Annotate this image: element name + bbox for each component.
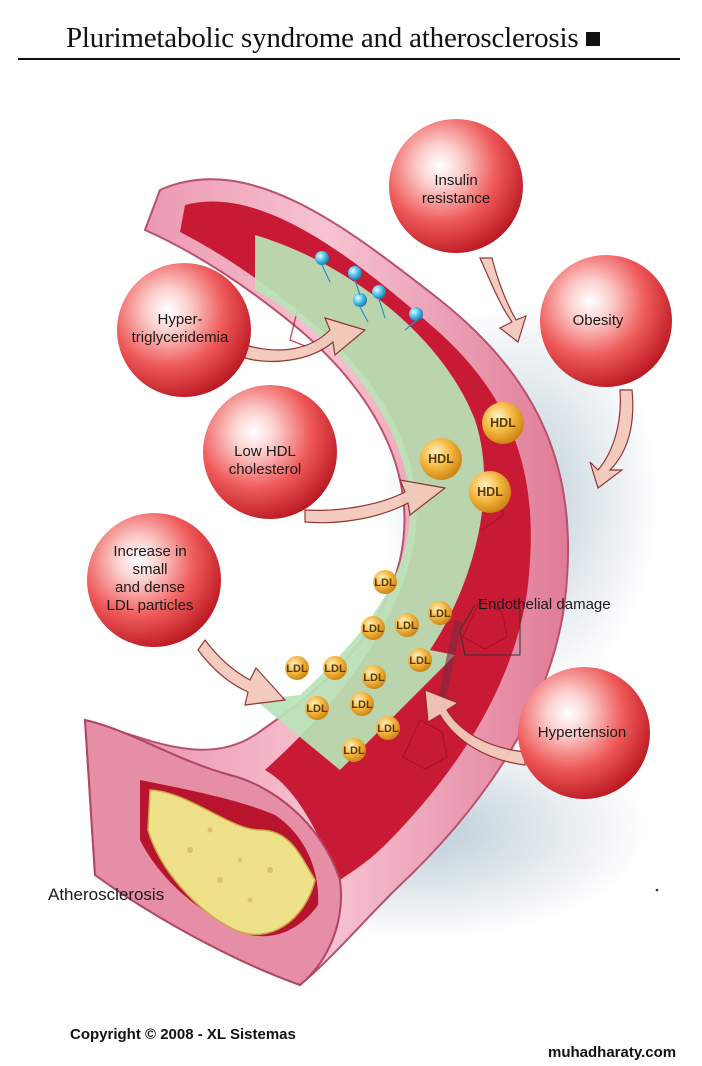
svg-text:LDL: LDL	[362, 623, 384, 635]
arrow-hypertension	[424, 689, 526, 766]
svg-text:Hyper-: Hyper-	[157, 311, 202, 328]
ldl-particle: LDL	[285, 656, 309, 680]
arrow-insulin	[479, 257, 527, 344]
plaque	[147, 789, 316, 936]
sphere-hypertriglyceridemia: Hyper- triglyceridemia	[117, 263, 251, 397]
arrow-obesity	[589, 389, 634, 489]
svg-text:HDL: HDL	[490, 416, 516, 430]
svg-text:LDL: LDL	[429, 608, 451, 620]
svg-text:LDL: LDL	[363, 672, 385, 684]
hdl-particle: HDL	[469, 471, 511, 513]
svg-text:LDL: LDL	[286, 663, 308, 675]
svg-text:Insulin: Insulin	[434, 172, 477, 189]
svg-text:small: small	[132, 561, 167, 578]
sphere-obesity: Obesity	[540, 255, 672, 387]
svg-text:Low HDL: Low HDL	[234, 443, 296, 460]
svg-text:HDL: HDL	[477, 485, 503, 499]
copyright-notice: Copyright © 2008 - XL Sistemas	[70, 1026, 296, 1043]
square-bullet-icon	[586, 32, 601, 46]
svg-text:LDL: LDL	[396, 620, 418, 632]
svg-text:Obesity: Obesity	[573, 312, 624, 329]
svg-text:LDL: LDL	[409, 655, 431, 667]
hdl-particle: HDL	[420, 438, 462, 480]
svg-text:triglyceridemia: triglyceridemia	[132, 329, 229, 346]
sphere-low-hdl: Low HDL cholesterol	[203, 385, 337, 519]
svg-text:cholesterol: cholesterol	[229, 461, 302, 478]
svg-text:HDL: HDL	[428, 452, 454, 466]
sphere-insulin-resistance: Insulin resistance	[389, 119, 523, 253]
ldl-particle: LDL	[305, 696, 329, 720]
sphere-small-dense-ldl: Increase in small and dense LDL particle…	[87, 513, 221, 647]
svg-text:Increase in: Increase in	[113, 543, 186, 560]
ldl-particle: LDL	[395, 613, 419, 637]
svg-text:and dense: and dense	[115, 579, 185, 596]
blood-flow-arrow	[255, 235, 485, 770]
svg-text:LDL: LDL	[377, 723, 399, 735]
ldl-particle: LDL	[350, 692, 374, 716]
ldl-particle: LDL	[373, 570, 397, 594]
title-rule	[18, 58, 680, 60]
arrow-hypertg	[244, 317, 367, 363]
ldl-particle: LDL	[408, 648, 432, 672]
hdl-particle: HDL	[482, 402, 524, 444]
arrow-smallldl	[197, 638, 287, 706]
atherosclerosis-label: Atherosclerosis	[48, 885, 164, 904]
svg-text:LDL: LDL	[306, 703, 328, 715]
svg-text:LDL: LDL	[324, 663, 346, 675]
sphere-hypertension: Hypertension	[518, 667, 650, 799]
svg-text:LDL particles: LDL particles	[107, 597, 194, 614]
hdl-particles: HDL HDL HDL	[420, 402, 524, 513]
svg-text:LDL: LDL	[351, 699, 373, 711]
ldl-particle: LDL	[376, 716, 400, 740]
source-watermark: muhadharaty.com	[548, 1044, 677, 1061]
ldl-particle: LDL	[362, 665, 386, 689]
svg-text:LDL: LDL	[343, 745, 365, 757]
arrow-lowhdl	[304, 479, 447, 524]
triglyceride-molecules	[315, 251, 423, 331]
endothelial-damage-label: Endothelial damage	[478, 596, 611, 613]
page-title: Plurimetabolic syndrome and atherosclero…	[66, 22, 601, 55]
svg-text:LDL: LDL	[374, 577, 396, 589]
svg-text:resistance: resistance	[422, 190, 490, 207]
ldl-particle: LDL	[428, 601, 452, 625]
ldl-particle: LDL	[361, 616, 385, 640]
ldl-particle: LDL	[323, 656, 347, 680]
svg-text:Hypertension: Hypertension	[538, 724, 626, 741]
ldl-particle: LDL	[342, 738, 366, 762]
ldl-particles: LDL LDL LDL LDL LDL LDL LDL LDL LDL LDL …	[285, 570, 452, 762]
